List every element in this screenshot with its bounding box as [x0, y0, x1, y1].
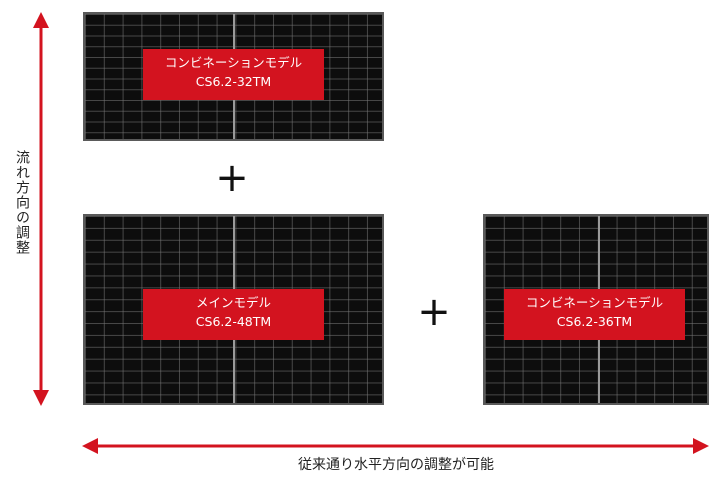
vertical-double-arrow-icon [33, 12, 49, 406]
plus-sign-horizontal: + [417, 289, 451, 335]
panel-label-top: コンビネーションモデル CS6.2-32TM [143, 49, 324, 100]
panel-label-main: メインモデル CS6.2-48TM [143, 289, 324, 340]
panel-label-right: コンビネーションモデル CS6.2-36TM [504, 289, 685, 340]
vertical-adjustment-label: 流れ方向の調整 [14, 150, 30, 255]
panel-label-top-model: CS6.2-32TM [195, 74, 272, 89]
panel-label-right-name: コンビネーションモデル [525, 295, 664, 310]
panel-label-main-name: メインモデル [195, 295, 271, 310]
panel-label-right-model: CS6.2-36TM [556, 314, 633, 329]
panel-label-top-name: コンビネーションモデル [164, 55, 303, 70]
horizontal-adjustment-label: 従来通り水平方向の調整が可能 [298, 457, 494, 473]
plus-sign-vertical: + [215, 155, 249, 201]
panel-label-main-model: CS6.2-48TM [195, 314, 272, 329]
horizontal-double-arrow-icon [82, 438, 709, 454]
